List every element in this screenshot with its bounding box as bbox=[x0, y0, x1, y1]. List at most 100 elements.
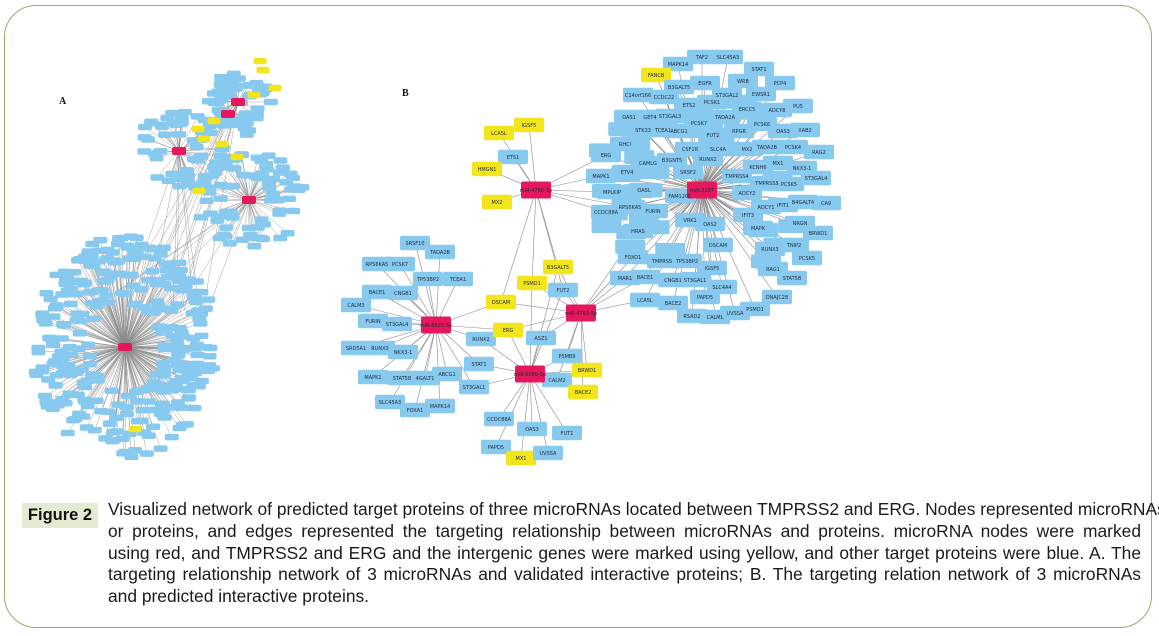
network-node bbox=[41, 376, 56, 383]
network-node bbox=[174, 115, 189, 122]
network-node bbox=[219, 183, 234, 190]
network-node bbox=[43, 295, 58, 303]
network-node bbox=[223, 208, 238, 216]
edge bbox=[701, 189, 778, 298]
edge bbox=[124, 346, 182, 382]
protein-node-box bbox=[672, 253, 702, 269]
network-node bbox=[187, 155, 202, 163]
network-node bbox=[180, 172, 195, 179]
edge bbox=[124, 346, 170, 386]
network-node bbox=[73, 277, 88, 285]
protein-node-box bbox=[341, 340, 371, 356]
figure-frame bbox=[4, 5, 1152, 628]
protein-node-box bbox=[777, 270, 807, 286]
node-label: OAS3 bbox=[525, 427, 539, 433]
network-node bbox=[194, 310, 209, 317]
network-node bbox=[130, 417, 145, 425]
edge bbox=[435, 251, 441, 326]
protein-node-box bbox=[703, 237, 733, 253]
edge bbox=[91, 303, 126, 348]
node-label: TMPRSS bbox=[651, 259, 672, 265]
network-node bbox=[119, 404, 134, 411]
node-label: STK33 bbox=[635, 128, 651, 134]
node-label: MAPK14 bbox=[668, 62, 688, 68]
network-node bbox=[263, 98, 278, 106]
network-node bbox=[115, 289, 130, 297]
network-node bbox=[151, 280, 166, 287]
node-label: BACE2 bbox=[665, 301, 682, 307]
network-node bbox=[142, 406, 157, 414]
edge bbox=[124, 249, 153, 348]
node-label: STAT5B bbox=[393, 376, 412, 382]
network-node bbox=[113, 270, 128, 277]
protein-node-box bbox=[804, 144, 834, 160]
node-label: IFIT1 bbox=[777, 203, 789, 209]
network-node bbox=[187, 404, 202, 412]
network-node bbox=[249, 79, 264, 87]
mirna-node bbox=[242, 196, 256, 204]
network-node bbox=[259, 165, 274, 173]
network-node bbox=[39, 289, 54, 297]
node-label: IFIT3 bbox=[742, 213, 754, 219]
node-label: TCEA1 bbox=[654, 128, 671, 134]
intergenic-node-box bbox=[506, 450, 536, 466]
network-node bbox=[201, 296, 216, 303]
node-label: CALML bbox=[707, 315, 724, 321]
protein-node-box bbox=[629, 182, 659, 198]
edge bbox=[124, 291, 199, 348]
network-node bbox=[188, 294, 203, 302]
protein-node-box bbox=[481, 439, 511, 455]
network-node bbox=[190, 351, 205, 359]
network-node bbox=[85, 240, 100, 248]
edge bbox=[529, 373, 568, 434]
node-label: SLC4A4 bbox=[712, 285, 731, 291]
network-node bbox=[140, 136, 155, 143]
network-node bbox=[254, 218, 269, 225]
network-node bbox=[38, 392, 53, 400]
network-node bbox=[96, 268, 111, 275]
node-label: PCSK7 bbox=[691, 121, 707, 127]
network-node bbox=[273, 157, 288, 164]
network-node bbox=[280, 229, 295, 237]
node-label: ST3GAL2 bbox=[716, 93, 739, 99]
protein-node-box bbox=[443, 271, 473, 287]
network-node bbox=[199, 197, 214, 204]
network-node bbox=[104, 387, 119, 395]
node-label: MPLKIP bbox=[603, 190, 621, 196]
network-node bbox=[56, 320, 71, 328]
protein-node-box bbox=[647, 253, 677, 269]
protein-node-box bbox=[498, 149, 528, 165]
network-node bbox=[49, 303, 64, 310]
node-label: PCP4 bbox=[774, 81, 787, 87]
network-node bbox=[156, 244, 171, 251]
intergenic-node-box bbox=[514, 117, 544, 133]
network-node bbox=[69, 317, 84, 324]
network-node bbox=[272, 210, 287, 217]
network-node bbox=[235, 236, 250, 243]
edge bbox=[124, 346, 137, 393]
node-label: MX2 bbox=[742, 147, 753, 153]
network-node bbox=[46, 341, 61, 349]
protein-node-box bbox=[765, 75, 795, 91]
protein-node-box bbox=[630, 292, 660, 308]
protein-node-box bbox=[710, 109, 740, 125]
network-node bbox=[98, 435, 113, 442]
network-node bbox=[85, 371, 100, 378]
network-node bbox=[261, 152, 276, 159]
network-node bbox=[165, 170, 180, 178]
network-node bbox=[124, 453, 139, 461]
protein-node-box bbox=[610, 136, 640, 152]
intergenic-node bbox=[230, 153, 244, 161]
node-label: DSCAM bbox=[709, 243, 727, 249]
node-label: FOXA1 bbox=[407, 408, 424, 414]
node-label: FOXO1 bbox=[625, 255, 642, 261]
panel-a-nodes bbox=[28, 57, 310, 461]
panel-b-nodes bbox=[341, 49, 841, 466]
edge bbox=[529, 373, 533, 430]
network-node bbox=[170, 301, 185, 308]
protein-node-box bbox=[698, 127, 728, 143]
protein-node-box bbox=[790, 122, 820, 138]
network-node bbox=[79, 424, 94, 431]
edge bbox=[107, 249, 126, 348]
node-label: BRWD1 bbox=[809, 231, 828, 237]
